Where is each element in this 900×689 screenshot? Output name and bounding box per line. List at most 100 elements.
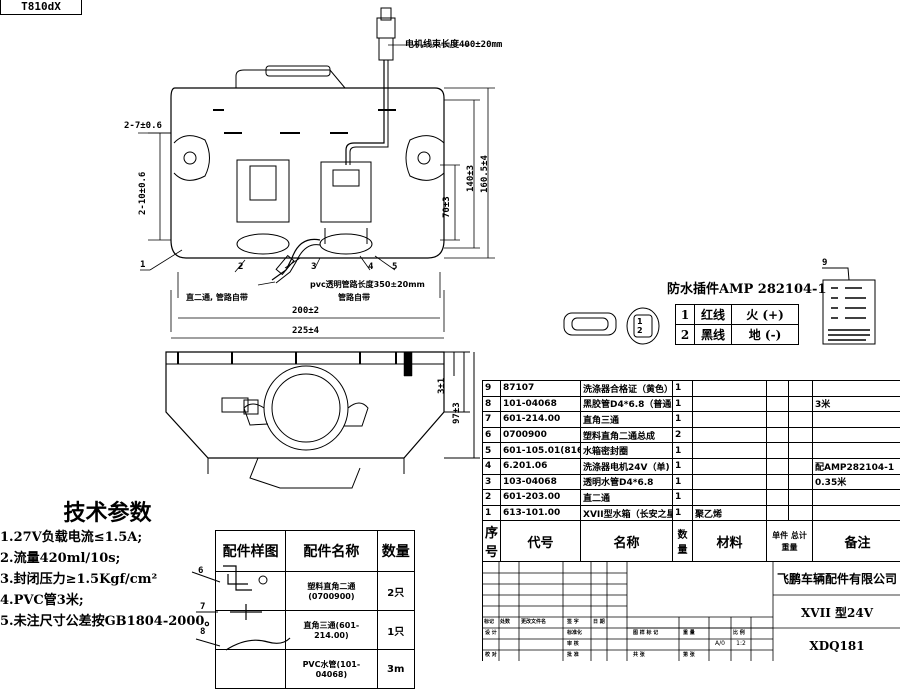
part-code: 601-214.00	[501, 412, 581, 428]
parts-h-qty: 数量	[673, 521, 693, 562]
pin-2-label: 2	[637, 326, 643, 335]
parts-h-note: 备注	[813, 521, 900, 562]
scale: 1:2	[731, 640, 751, 647]
tb-label-weight: 重 量	[683, 629, 695, 636]
parts-h-name: 名称	[581, 521, 673, 562]
dim-140: 140±3	[466, 165, 476, 192]
part-code: 101-04068	[501, 396, 581, 412]
part-no: 5	[483, 443, 501, 459]
parts-h-code: 代号	[501, 521, 581, 562]
tb-label-count: 处数	[500, 618, 510, 625]
part-blank	[789, 490, 813, 506]
part-name: 直角三通	[581, 412, 673, 428]
acc-qty-6: 2只	[377, 572, 415, 611]
part-code: 601-105.01(81639)	[501, 443, 581, 459]
tb-label-std: 标准化	[567, 629, 582, 636]
connector-table: 1 红线 火 (+) 2 黑线 地 (-)	[675, 304, 799, 345]
part-blank	[789, 443, 813, 459]
acc-idx-6: 6	[198, 566, 203, 576]
acc-idx-8: 8	[200, 627, 205, 637]
part-name: 透明水管D4*6.8	[581, 474, 673, 490]
tech-params: 技术参数 1.27V负载电流≤1.5A; 2.流量420ml/10s; 3.封闭…	[0, 495, 215, 632]
part-code: 0700900	[501, 427, 581, 443]
acc-idx-7: 7	[200, 602, 205, 612]
connector-sketch: 1 2	[564, 308, 659, 344]
part-no: 8	[483, 396, 501, 412]
part-code: 613-101.00	[501, 505, 581, 521]
certificate-card	[822, 268, 875, 344]
tb-label-check: 校 对	[485, 651, 497, 658]
balloon-1: 1	[140, 260, 145, 270]
drawing-number: XDQ181	[773, 639, 900, 653]
parts-h-weight-label: 重量	[782, 542, 798, 552]
acc-qty-7: 1只	[377, 611, 415, 650]
part-no: 2	[483, 490, 501, 506]
company-name: 飞鹏车辆配件有限公司	[773, 570, 900, 587]
acc-header-name: 配件名称	[286, 531, 377, 572]
part-blank	[789, 474, 813, 490]
acc-header-qty: 数量	[377, 531, 415, 572]
tb-label-date: 日 期	[593, 618, 605, 625]
dim-225: 225±4	[292, 326, 319, 336]
part-no: 3	[483, 474, 501, 490]
part-name: 塑料直角二通总成	[581, 427, 673, 443]
part-note	[813, 443, 900, 459]
part-blank	[789, 412, 813, 428]
part-qty: 1	[673, 412, 693, 428]
part-qty: 1	[673, 505, 693, 521]
route-note: 管路自带	[338, 292, 370, 303]
part-total-weight	[767, 427, 789, 443]
part-total-weight	[767, 505, 789, 521]
part-total-weight	[767, 443, 789, 459]
tech-line-5: 5.未注尺寸公差按GB1804-2000。	[0, 611, 215, 632]
acc-name-7: 直角三通(601-214.00)	[286, 611, 377, 650]
tech-line-1: 1.27V负载电流≤1.5A;	[0, 527, 215, 548]
dim-3: 3±1	[437, 378, 447, 394]
conn-no-2: 2	[676, 325, 695, 345]
acc-qty-8: 3m	[377, 650, 415, 689]
tech-line-4: 4.PVC管3米;	[0, 590, 215, 611]
part-total-weight	[767, 381, 789, 397]
part-blank	[789, 381, 813, 397]
balloon-5: 5	[392, 262, 397, 272]
tb-label-design: 设 计	[485, 629, 497, 636]
tech-line-3: 3.封闭压力≥1.5Kgf/cm²	[0, 569, 215, 590]
part-qty: 1	[673, 474, 693, 490]
part-blank	[789, 396, 813, 412]
part-name: 直二通	[581, 490, 673, 506]
cable-length-dim: 电机线束长度400±20mm	[405, 37, 502, 50]
acc-header-image: 配件样图	[216, 531, 286, 572]
acc-image-8	[216, 650, 286, 689]
part-qty: 2	[673, 427, 693, 443]
part-blank	[789, 427, 813, 443]
part-qty: 1	[673, 458, 693, 474]
part-note	[813, 381, 900, 397]
version: A/0	[709, 640, 731, 647]
part-material	[693, 427, 767, 443]
part-note	[813, 427, 900, 443]
balloon-2: 2	[238, 262, 243, 272]
parts-h-unit: 单件	[772, 530, 788, 540]
pin-1-label: 1	[637, 317, 643, 326]
acc-image-6	[216, 572, 286, 611]
part-blank	[789, 458, 813, 474]
part-qty: 1	[673, 396, 693, 412]
dim-2-7: 2-7±0.6	[124, 121, 162, 131]
acc-image-7	[216, 611, 286, 650]
part-no: 4	[483, 458, 501, 474]
parts-h-mat: 材料	[693, 521, 767, 562]
part-note: 0.35米	[813, 474, 900, 490]
part-name: 黑胶管D4*6.8（普通PVC）	[581, 396, 673, 412]
part-material	[693, 412, 767, 428]
dim-2-10: 2-10±0.6	[138, 172, 148, 215]
acc-name-8: PVC水管(101-04068)	[286, 650, 377, 689]
tb-label-scale: 比 例	[733, 629, 745, 636]
part-no: 1	[483, 505, 501, 521]
conn-wire-1: 红线	[695, 305, 732, 325]
acc-name-6: 塑料直角二通(0700900)	[286, 572, 377, 611]
